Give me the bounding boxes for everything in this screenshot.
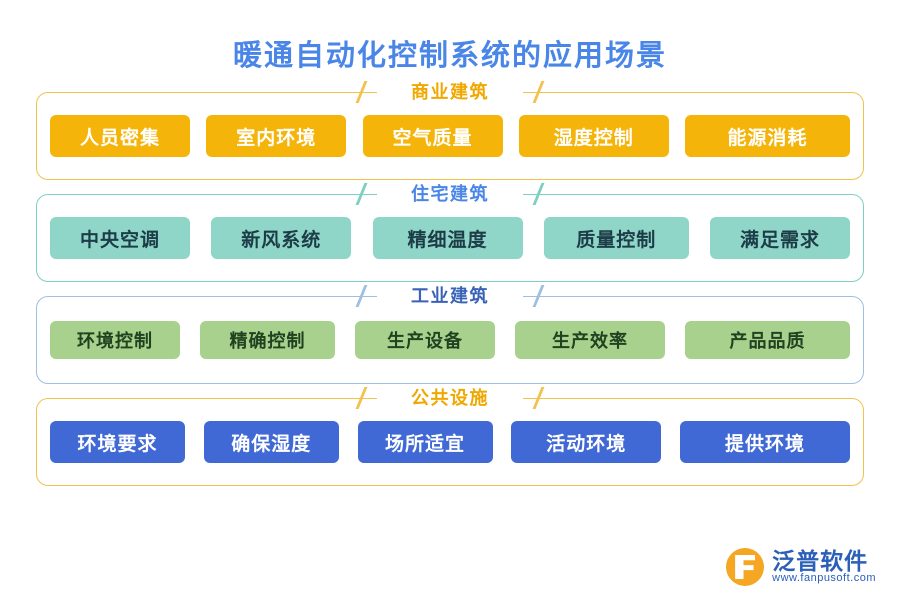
slash-left-icon xyxy=(355,285,369,307)
chip-industrial-5[interactable]: 产品品质 xyxy=(685,321,850,359)
chip-industrial-4[interactable]: 生产效率 xyxy=(515,321,665,359)
logo-url: www.fanpusoft.com xyxy=(772,572,876,585)
chip-industrial-1[interactable]: 环境控制 xyxy=(50,321,180,359)
group-commercial: 商业建筑 人员密集 室内环境 空气质量 湿度控制 能源消耗 xyxy=(36,80,864,180)
chip-row-industrial: 环境控制 精确控制 生产设备 生产效率 产品品质 xyxy=(50,321,850,359)
chip-row-residential: 中央空调 新风系统 精细温度 质量控制 满足需求 xyxy=(50,217,850,259)
chip-residential-2[interactable]: 新风系统 xyxy=(211,217,352,259)
slash-left-icon xyxy=(355,81,369,103)
chip-public-4[interactable]: 活动环境 xyxy=(511,421,662,463)
chip-commercial-2[interactable]: 室内环境 xyxy=(206,115,347,157)
chip-public-5[interactable]: 提供环境 xyxy=(680,421,850,463)
group-label-public: 公共设施 xyxy=(377,386,523,410)
slash-right-icon xyxy=(532,183,546,205)
chip-commercial-5[interactable]: 能源消耗 xyxy=(685,115,850,157)
chip-residential-5[interactable]: 满足需求 xyxy=(710,217,850,259)
group-label-residential: 住宅建筑 xyxy=(377,182,523,206)
logo-text: 泛普软件 www.fanpusoft.com xyxy=(772,549,876,585)
chip-residential-3[interactable]: 精细温度 xyxy=(372,217,523,259)
group-residential: 住宅建筑 中央空调 新风系统 精细温度 质量控制 满足需求 xyxy=(36,182,864,282)
chip-commercial-4[interactable]: 湿度控制 xyxy=(518,115,669,157)
chip-commercial-1[interactable]: 人员密集 xyxy=(50,115,190,157)
chip-public-2[interactable]: 确保湿度 xyxy=(203,421,339,463)
chip-public-3[interactable]: 场所适宜 xyxy=(357,421,493,463)
group-public: 公共设施 环境要求 确保湿度 场所适宜 活动环境 提供环境 xyxy=(36,386,864,486)
chip-commercial-3[interactable]: 空气质量 xyxy=(362,115,503,157)
chip-public-1[interactable]: 环境要求 xyxy=(50,421,185,463)
chip-row-public: 环境要求 确保湿度 场所适宜 活动环境 提供环境 xyxy=(50,421,850,463)
chip-industrial-3[interactable]: 生产设备 xyxy=(355,321,495,359)
logo-name: 泛普软件 xyxy=(772,548,869,575)
group-label-industrial: 工业建筑 xyxy=(377,284,523,308)
chip-row-commercial: 人员密集 室内环境 空气质量 湿度控制 能源消耗 xyxy=(50,115,850,157)
chip-industrial-2[interactable]: 精确控制 xyxy=(200,321,335,359)
page-title: 暖通自动化控制系统的应用场景 xyxy=(232,40,667,72)
slash-left-icon xyxy=(355,183,369,205)
logo-mark-icon xyxy=(726,548,765,586)
slash-right-icon xyxy=(532,285,546,307)
group-label-commercial: 商业建筑 xyxy=(377,80,523,104)
group-industrial: 工业建筑 环境控制 精确控制 生产设备 生产效率 产品品质 xyxy=(36,284,864,384)
slash-right-icon xyxy=(532,81,546,103)
slash-left-icon xyxy=(355,387,369,409)
brand-logo: 泛普软件 www.fanpusoft.com xyxy=(726,548,876,586)
slash-right-icon xyxy=(532,387,546,409)
chip-residential-4[interactable]: 质量控制 xyxy=(543,217,689,259)
chip-residential-1[interactable]: 中央空调 xyxy=(50,217,190,259)
